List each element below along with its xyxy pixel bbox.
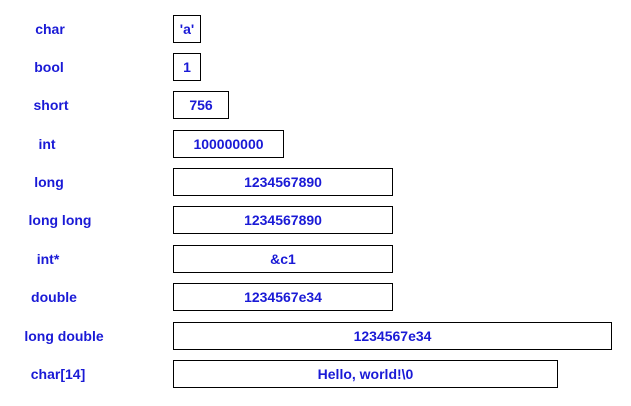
value-box-int-pointer: &c1 [173, 245, 393, 273]
value-box-long-double: 1234567e34 [173, 322, 612, 350]
row-char-array: char[14] Hello, world!\0 [0, 360, 631, 388]
value-box-long-long: 1234567890 [173, 206, 393, 234]
value-box-double: 1234567e34 [173, 283, 393, 311]
row-double: double 1234567e34 [0, 283, 631, 311]
row-long-double: long double 1234567e34 [0, 322, 631, 350]
value-box-bool: 1 [173, 53, 201, 81]
row-short: short 756 [0, 91, 631, 119]
type-label-double: double [31, 289, 77, 305]
type-label-int: int [38, 136, 56, 152]
type-label-int-pointer: int* [36, 251, 60, 267]
value-box-int: 100000000 [173, 130, 284, 158]
type-label-long-long: long long [28, 212, 92, 228]
row-int: int 100000000 [0, 130, 631, 158]
row-int-pointer: int* &c1 [0, 245, 631, 273]
type-label-char-array: char[14] [30, 366, 86, 382]
type-label-short: short [33, 97, 69, 113]
type-label-long: long [34, 174, 64, 190]
type-label-char: char [35, 21, 65, 37]
value-box-short: 756 [173, 91, 229, 119]
row-long: long 1234567890 [0, 168, 631, 196]
row-bool: bool 1 [0, 53, 631, 81]
row-char: char 'a' [0, 15, 631, 43]
type-label-long-double: long double [24, 328, 104, 344]
row-long-long: long long 1234567890 [0, 206, 631, 234]
value-box-long: 1234567890 [173, 168, 393, 196]
type-label-bool: bool [34, 59, 64, 75]
value-box-char: 'a' [173, 15, 201, 43]
value-box-char-array: Hello, world!\0 [173, 360, 558, 388]
